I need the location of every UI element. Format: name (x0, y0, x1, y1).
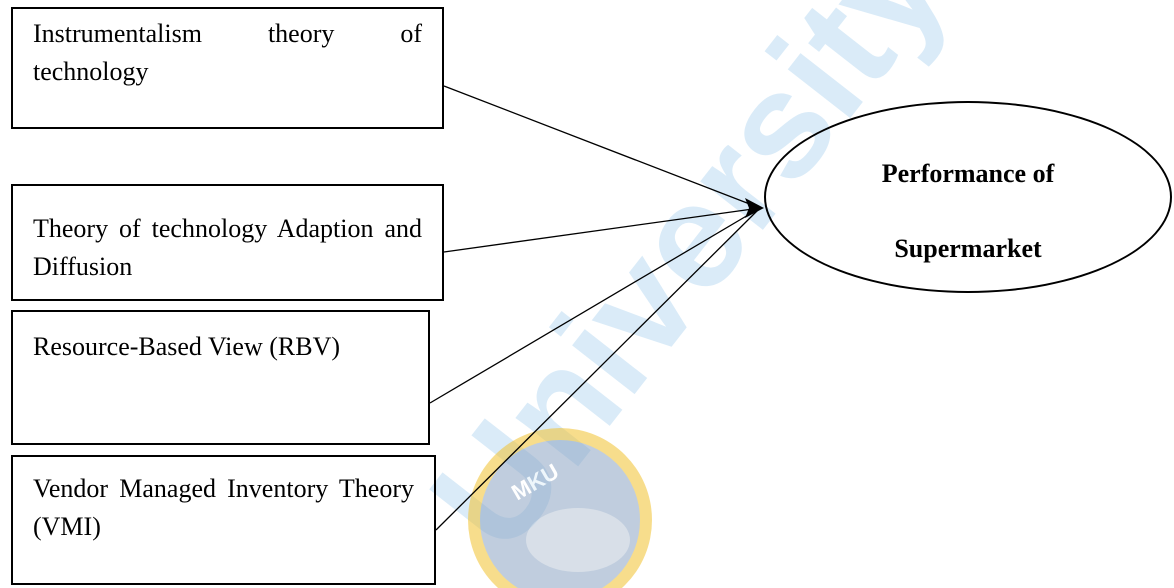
outcome-label-line-1: Performance of (881, 159, 1055, 188)
outcome-ellipse: Performance of Supermarket (764, 101, 1172, 293)
outcome-label-line-2: Supermarket (894, 234, 1042, 263)
connector-adaption-diffusion (443, 207, 761, 253)
theory-box-vmi: Vendor Managed Inventory Theory (VMI) (11, 455, 436, 585)
arrowhead-icon (745, 198, 764, 218)
theory-label: Instrumentalism theory of technology (33, 19, 422, 86)
theory-box-rbv: Resource-Based View (RBV) (11, 310, 430, 445)
theory-box-instrumentalism: Instrumentalism theory of technology (11, 7, 444, 129)
theory-label: Theory of technology Adaption and Diffus… (33, 214, 422, 281)
connector-instrumentalism (443, 85, 761, 209)
theory-box-adaption-diffusion: Theory of technology Adaption and Diffus… (11, 184, 444, 301)
connector-vmi (435, 207, 761, 531)
theory-label: Resource-Based View (RBV) (33, 332, 340, 361)
connector-rbv (429, 207, 761, 404)
theory-label: Vendor Managed Inventory Theory (VMI) (33, 474, 414, 541)
